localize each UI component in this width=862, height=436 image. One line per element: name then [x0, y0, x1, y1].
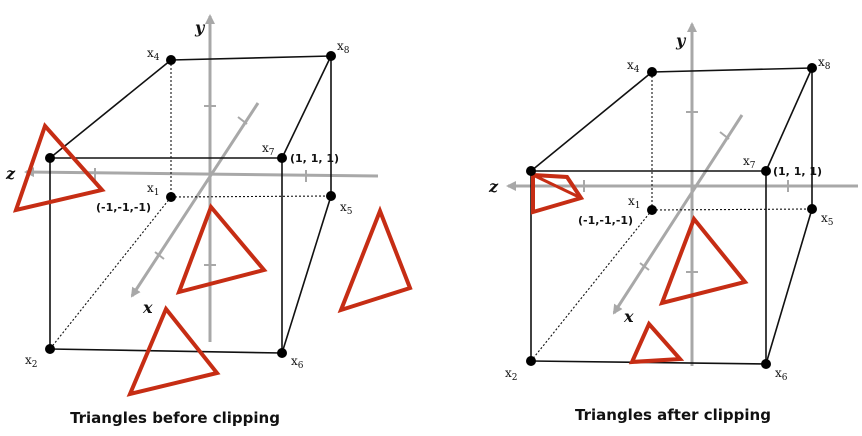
cube-edge	[281, 55, 332, 159]
vertices	[45, 51, 336, 358]
vertex-label-x6: x6	[775, 366, 788, 383]
z-axis-label: z	[5, 164, 16, 183]
y-axis-label: y	[675, 31, 687, 50]
cube-edge	[651, 67, 813, 73]
tick	[154, 251, 165, 260]
hidden-edge	[530, 209, 653, 362]
x-axis	[612, 114, 744, 315]
cube-edge	[170, 55, 332, 61]
x-axis-label: x	[142, 298, 153, 317]
caption-before: Triangles before clipping	[70, 409, 280, 427]
vertex-label-x4: x4	[147, 46, 160, 63]
hidden-edge	[170, 195, 332, 198]
vertex-point	[526, 166, 536, 176]
vertex-point	[277, 348, 287, 358]
corner-label-min: (-1,-1,-1)	[96, 201, 151, 214]
vertex-label-x8: x8	[337, 39, 350, 56]
vertex-label-x5: x5	[821, 211, 834, 228]
vertex-point	[166, 192, 176, 202]
hidden-edge	[651, 208, 813, 211]
vertex-point	[526, 356, 536, 366]
x-axis	[130, 102, 260, 298]
triangle	[532, 173, 582, 200]
vertex-point	[647, 205, 657, 215]
vertex-point	[807, 63, 817, 73]
vertex-point	[761, 359, 771, 369]
axes	[24, 14, 379, 342]
corner-label-min: (-1,-1,-1)	[578, 214, 633, 227]
triangle	[658, 215, 749, 306]
vertex-point	[45, 344, 55, 354]
vertex-label-x2: x2	[505, 366, 518, 383]
vertex-label-x1: x1	[628, 194, 641, 211]
vertex-label-x8: x8	[818, 55, 831, 72]
vertex-point	[326, 191, 336, 201]
vertex-label-x7: x7	[743, 154, 756, 171]
vertex-point	[277, 153, 287, 163]
cube-edge	[530, 71, 653, 172]
vertex-label-x6: x6	[291, 354, 304, 371]
vertices	[526, 63, 817, 369]
vertex-label-x7: x7	[262, 141, 275, 158]
vertex-point	[166, 55, 176, 65]
axes	[506, 22, 858, 366]
vertex-point	[807, 204, 817, 214]
vertex-point	[647, 67, 657, 77]
triangle	[175, 203, 268, 295]
triangle	[337, 205, 413, 314]
x-axis-label: x	[623, 307, 634, 326]
triangle	[628, 320, 685, 365]
vertex-point	[326, 51, 336, 61]
cube	[49, 55, 332, 354]
panel-after-clipping: y z x x4 x8 x7 x1 x5 x2 x6 (1, 1, 1) (-1…	[488, 22, 858, 424]
hidden-edge	[49, 196, 172, 350]
triangles	[531, 172, 749, 365]
corner-label-max: (1, 1, 1)	[290, 152, 339, 165]
z-axis	[24, 167, 379, 178]
cube-edge	[765, 67, 813, 172]
vertex-point	[761, 166, 771, 176]
tick	[719, 131, 730, 140]
z-axis-label: z	[488, 177, 499, 196]
tick	[237, 116, 248, 125]
vertex-label-x5: x5	[340, 200, 353, 217]
corner-label-max: (1, 1, 1)	[773, 165, 822, 178]
triangles	[12, 122, 413, 397]
vertex-label-x1: x1	[147, 181, 160, 198]
y-axis-label: y	[194, 18, 206, 37]
cube-edge	[49, 348, 283, 354]
tick	[639, 262, 650, 271]
cube	[530, 67, 813, 365]
cube-edge	[281, 195, 332, 354]
triangle	[126, 305, 221, 397]
cube-edge	[49, 59, 172, 159]
vertex-label-x4: x4	[627, 58, 640, 75]
cube-edge	[765, 208, 813, 365]
triangle	[12, 122, 106, 213]
vertex-label-x2: x2	[25, 353, 38, 370]
caption-after: Triangles after clipping	[575, 406, 771, 424]
panel-before-clipping: y z x x4 x8 x7 x1 x5 x2 x6 (1, 1, 1) (-1…	[5, 14, 413, 427]
vertex-point	[45, 153, 55, 163]
